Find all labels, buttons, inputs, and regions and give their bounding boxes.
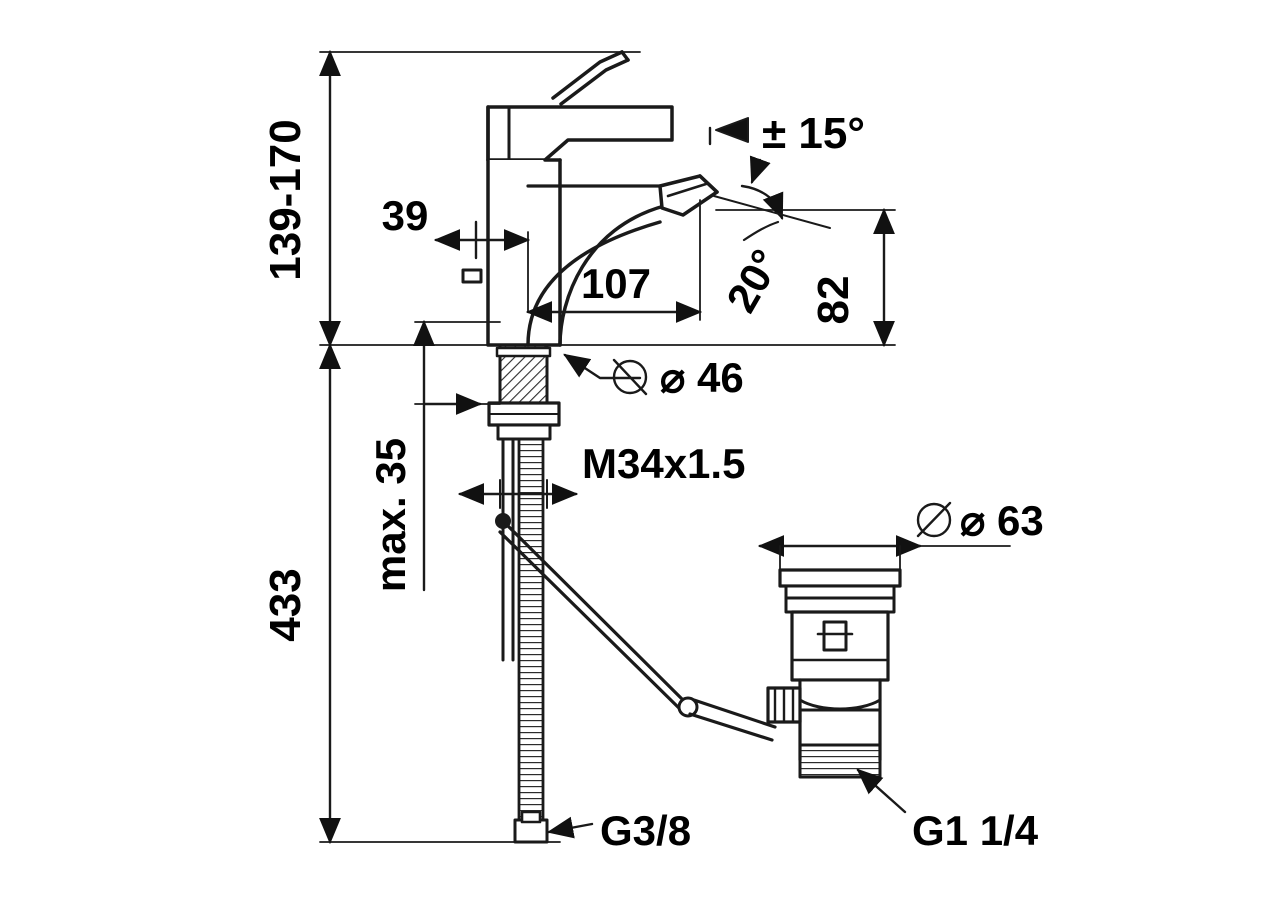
flex-hoses — [501, 437, 549, 844]
popup-linkage — [495, 513, 777, 742]
leader-g114 — [856, 768, 907, 814]
dim-diameter-63 — [757, 501, 1011, 573]
label-total-height: 433 — [261, 568, 310, 641]
faucet-body-group — [461, 50, 777, 844]
label-thread-g114: G1 1/4 — [912, 807, 1039, 854]
popup-rod-nub — [461, 268, 483, 284]
label-angle-15: ± 15° — [762, 109, 865, 158]
angle-15-symbol — [708, 117, 784, 221]
mixer-body — [486, 158, 562, 347]
dim-max-35 — [413, 319, 501, 592]
label-diameter-63: ⌀ 63 — [960, 497, 1044, 544]
dim-diameter-46 — [563, 353, 648, 396]
label-offset-39: 39 — [382, 192, 429, 239]
label-height-range: 139-170 — [261, 119, 310, 280]
threaded-shank — [495, 343, 552, 405]
connection-block — [496, 423, 552, 441]
dim-82 — [715, 207, 896, 348]
spout — [526, 174, 719, 347]
dim-m34 — [457, 479, 579, 509]
label-diameter-46: ⌀ 46 — [660, 354, 744, 401]
waste-assembly — [766, 568, 902, 779]
label-angle-20: 20° — [717, 241, 789, 320]
label-max-35: max. 35 — [367, 438, 414, 592]
label-reach-107: 107 — [581, 260, 651, 307]
mounting-nut — [487, 401, 561, 427]
label-height-82: 82 — [809, 276, 858, 325]
dim-total-height — [319, 342, 561, 845]
label-thread-m34: M34x1.5 — [582, 440, 745, 487]
lever-handle — [551, 50, 630, 106]
dim-39 — [433, 220, 531, 313]
handle-block — [486, 105, 674, 162]
angle-20-leader — [713, 195, 831, 242]
leader-g38 — [546, 816, 594, 839]
dim-107 — [525, 199, 703, 323]
label-thread-g38: G3/8 — [600, 807, 691, 854]
